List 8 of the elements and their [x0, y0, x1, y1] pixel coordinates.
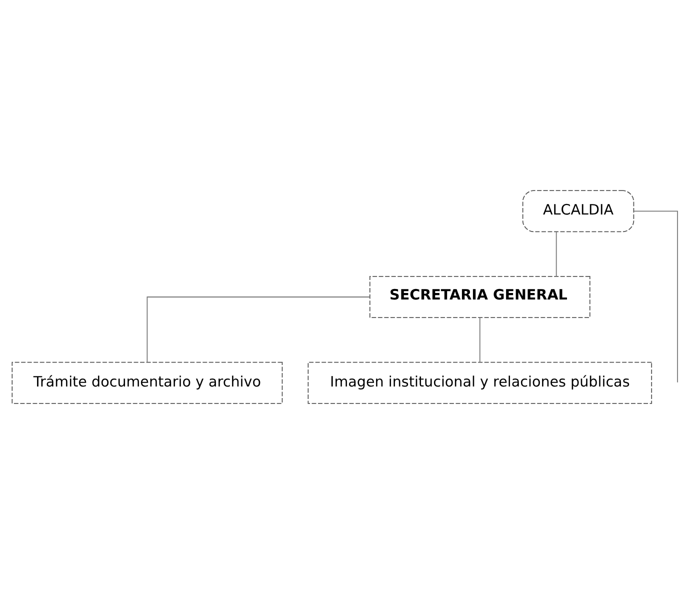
connector	[634, 210, 678, 383]
connector	[146, 296, 370, 363]
node-box: ALCALDIA	[522, 190, 634, 232]
node-box: SECRETARIA GENERAL	[369, 276, 590, 318]
connector	[479, 317, 480, 363]
node-box: Trámite documentario y archivo	[12, 362, 283, 404]
node-box: Imagen institucional y relaciones públicas	[308, 362, 652, 404]
connector	[556, 231, 557, 277]
